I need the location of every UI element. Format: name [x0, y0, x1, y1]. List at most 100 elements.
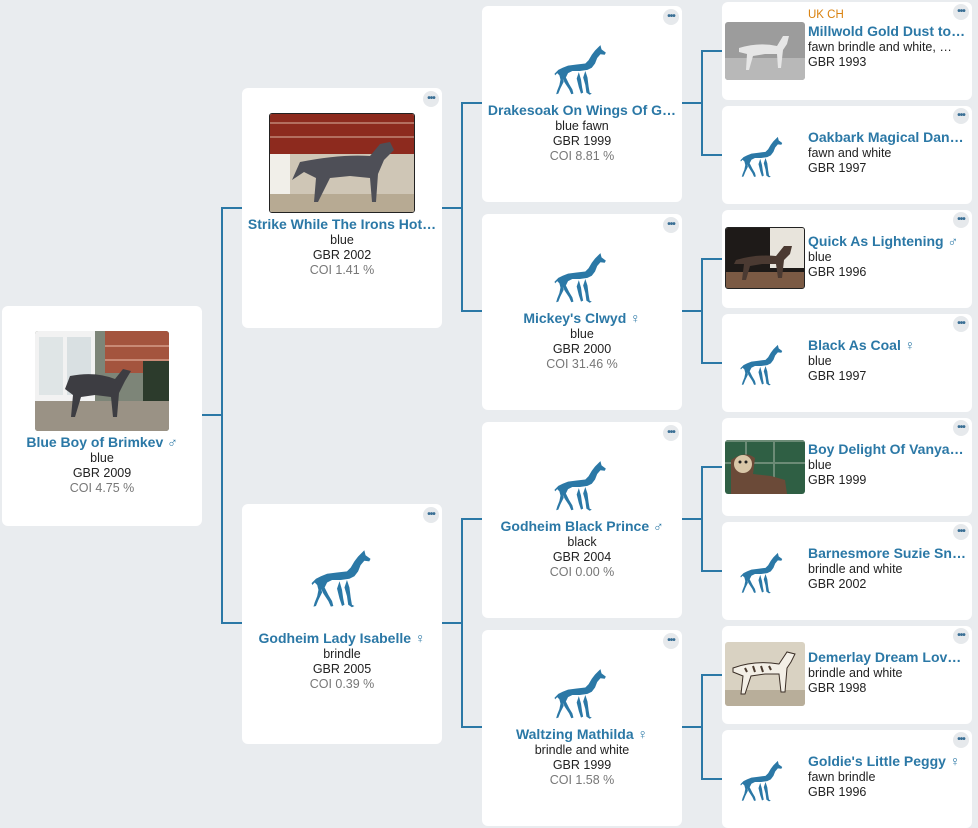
- connector-line: [202, 414, 222, 416]
- connector-line: [461, 518, 463, 728]
- more-options-button[interactable]: •••: [423, 507, 439, 523]
- connector-line: [461, 102, 482, 104]
- connector-line: [701, 674, 722, 676]
- pedigree-card-dam[interactable]: ••• Godheim Lady Isabelle ♀ brindle GBR …: [242, 504, 442, 744]
- dog-coi: COI 31.46 %: [546, 357, 618, 371]
- dog-coi: COI 0.00 %: [549, 565, 615, 579]
- dog-color: blue: [808, 250, 832, 264]
- more-options-button[interactable]: •••: [953, 108, 969, 124]
- female-symbol-icon: ♀: [414, 630, 426, 646]
- connector-line: [701, 570, 722, 572]
- more-options-button[interactable]: •••: [953, 316, 969, 332]
- dog-name-link[interactable]: Demerlay Dream Lov…: [808, 649, 962, 665]
- dog-color: blue: [90, 451, 114, 465]
- dog-name-link[interactable]: Mickey's Clwyd ♀: [523, 310, 641, 326]
- dog-name-link[interactable]: Oakbark Magical Dan…: [808, 129, 964, 145]
- pedigree-card-gen3[interactable]: ••• Quick As Lightening ♂ blue GBR 1996: [722, 210, 972, 308]
- dog-registration: GBR 1997: [808, 369, 867, 383]
- dog-color: brindle and white: [534, 743, 630, 757]
- pedigree-card-gen3[interactable]: ••• Boy Delight Of Vanya … blue GBR 1999: [722, 418, 972, 516]
- dog-photo-image: [725, 22, 805, 80]
- more-options-button[interactable]: •••: [953, 524, 969, 540]
- more-options-button[interactable]: •••: [423, 91, 439, 107]
- dog-name-link[interactable]: Drakesoak On Wings Of G…: [487, 102, 677, 118]
- female-symbol-icon: ♀: [949, 753, 961, 769]
- dog-registration: GBR 1999: [552, 758, 612, 772]
- more-options-button[interactable]: •••: [953, 628, 969, 644]
- more-options-button[interactable]: •••: [953, 732, 969, 748]
- connector-line: [461, 310, 482, 312]
- connector-line: [682, 726, 702, 728]
- connector-line: [701, 50, 703, 156]
- more-options-button[interactable]: •••: [663, 9, 679, 25]
- pedigree-card-gen3[interactable]: ••• Demerlay Dream Lov… brindle and whit…: [722, 626, 972, 724]
- dog-registration: GBR 1999: [552, 134, 612, 148]
- male-symbol-icon: ♂: [167, 434, 178, 450]
- dog-coi: COI 1.58 %: [549, 773, 615, 787]
- more-options-button[interactable]: •••: [953, 4, 969, 20]
- male-symbol-icon: ♂: [947, 233, 959, 249]
- dog-name-link[interactable]: Godheim Black Prince ♂: [500, 518, 664, 534]
- pedigree-card-sire[interactable]: ••• Strike While The Irons Hot… blue GBR…: [242, 88, 442, 328]
- dog-color: brindle: [323, 647, 361, 661]
- dog-registration: GBR 2002: [312, 248, 372, 262]
- pedigree-card-gen2[interactable]: ••• Mickey's Clwyd ♀ blue GBR 2000 COI 3…: [482, 214, 682, 410]
- female-symbol-icon: ♀: [904, 337, 916, 353]
- connector-line: [442, 622, 462, 624]
- pedigree-card-gen3[interactable]: ••• UK CH Millwold Gold Dust to… fawn br…: [722, 2, 972, 100]
- dog-name-link[interactable]: Blue Boy of Brimkev ♂: [26, 434, 178, 450]
- dog-registration: GBR 1996: [808, 785, 867, 799]
- dog-color: blue: [330, 233, 354, 247]
- dog-name-link[interactable]: Millwold Gold Dust to…: [808, 23, 966, 39]
- dog-name-link[interactable]: Quick As Lightening ♂: [808, 233, 959, 249]
- connector-line: [682, 310, 702, 312]
- dog-name-link[interactable]: Godheim Lady Isabelle ♀: [258, 630, 426, 646]
- pedigree-card-root[interactable]: Blue Boy of Brimkev ♂ blue GBR 2009 COI …: [2, 306, 202, 526]
- dog-coi: COI 8.81 %: [549, 149, 615, 163]
- dog-name-link[interactable]: Barnesmore Suzie Sn…: [808, 545, 966, 561]
- greyhound-silhouette-icon: [554, 44, 608, 98]
- dog-name-link[interactable]: Strike While The Irons Hot…: [247, 216, 437, 232]
- dog-name-link[interactable]: Goldie's Little Peggy ♀: [808, 753, 961, 769]
- more-options-button[interactable]: •••: [953, 420, 969, 436]
- dog-coi: COI 4.75 %: [69, 481, 135, 495]
- connector-line: [701, 778, 722, 780]
- dog-color: black: [567, 535, 597, 549]
- more-options-button[interactable]: •••: [663, 633, 679, 649]
- pedigree-card-gen3[interactable]: ••• Barnesmore Suzie Sn… brindle and whi…: [722, 522, 972, 620]
- dog-photo[interactable]: [35, 331, 169, 431]
- dog-photo[interactable]: [725, 227, 805, 289]
- dog-registration: GBR 2004: [552, 550, 612, 564]
- dog-coi: COI 1.41 %: [309, 263, 375, 277]
- greyhound-silhouette-icon: [554, 460, 608, 514]
- dog-color: fawn and white: [808, 146, 892, 160]
- dog-coi: COI 0.39 %: [309, 677, 375, 691]
- more-options-button[interactable]: •••: [663, 425, 679, 441]
- greyhound-silhouette-icon: [740, 344, 784, 388]
- connector-line: [221, 207, 223, 623]
- dog-photo[interactable]: [725, 642, 805, 706]
- dog-photo[interactable]: [269, 113, 415, 213]
- more-options-button[interactable]: •••: [663, 217, 679, 233]
- pedigree-card-gen2[interactable]: ••• Waltzing Mathilda ♀ brindle and whit…: [482, 630, 682, 826]
- dog-name-link[interactable]: Black As Coal ♀: [808, 337, 916, 353]
- dog-name-link[interactable]: Boy Delight Of Vanya …: [808, 441, 966, 457]
- dog-photo[interactable]: [725, 22, 805, 80]
- pedigree-card-gen3[interactable]: ••• Oakbark Magical Dan… fawn and white …: [722, 106, 972, 204]
- greyhound-silhouette-icon: [740, 760, 784, 804]
- female-symbol-icon: ♀: [637, 726, 649, 742]
- title-badge: UK CH: [808, 9, 844, 21]
- connector-line: [701, 362, 722, 364]
- connector-line: [682, 102, 702, 104]
- pedigree-card-gen2[interactable]: ••• Godheim Black Prince ♂ black GBR 200…: [482, 422, 682, 618]
- dog-registration: GBR 2002: [808, 577, 867, 591]
- dog-photo[interactable]: [725, 440, 805, 494]
- pedigree-card-gen3[interactable]: ••• Goldie's Little Peggy ♀ fawn brindle…: [722, 730, 972, 828]
- pedigree-card-gen2[interactable]: ••• Drakesoak On Wings Of G… blue fawn G…: [482, 6, 682, 202]
- dog-color: fawn brindle: [808, 770, 876, 784]
- pedigree-card-gen3[interactable]: ••• Black As Coal ♀ blue GBR 1997: [722, 314, 972, 412]
- connector-line: [701, 258, 703, 364]
- more-options-button[interactable]: •••: [953, 212, 969, 228]
- dog-name-link[interactable]: Waltzing Mathilda ♀: [515, 726, 649, 742]
- greyhound-silhouette-icon: [554, 252, 608, 306]
